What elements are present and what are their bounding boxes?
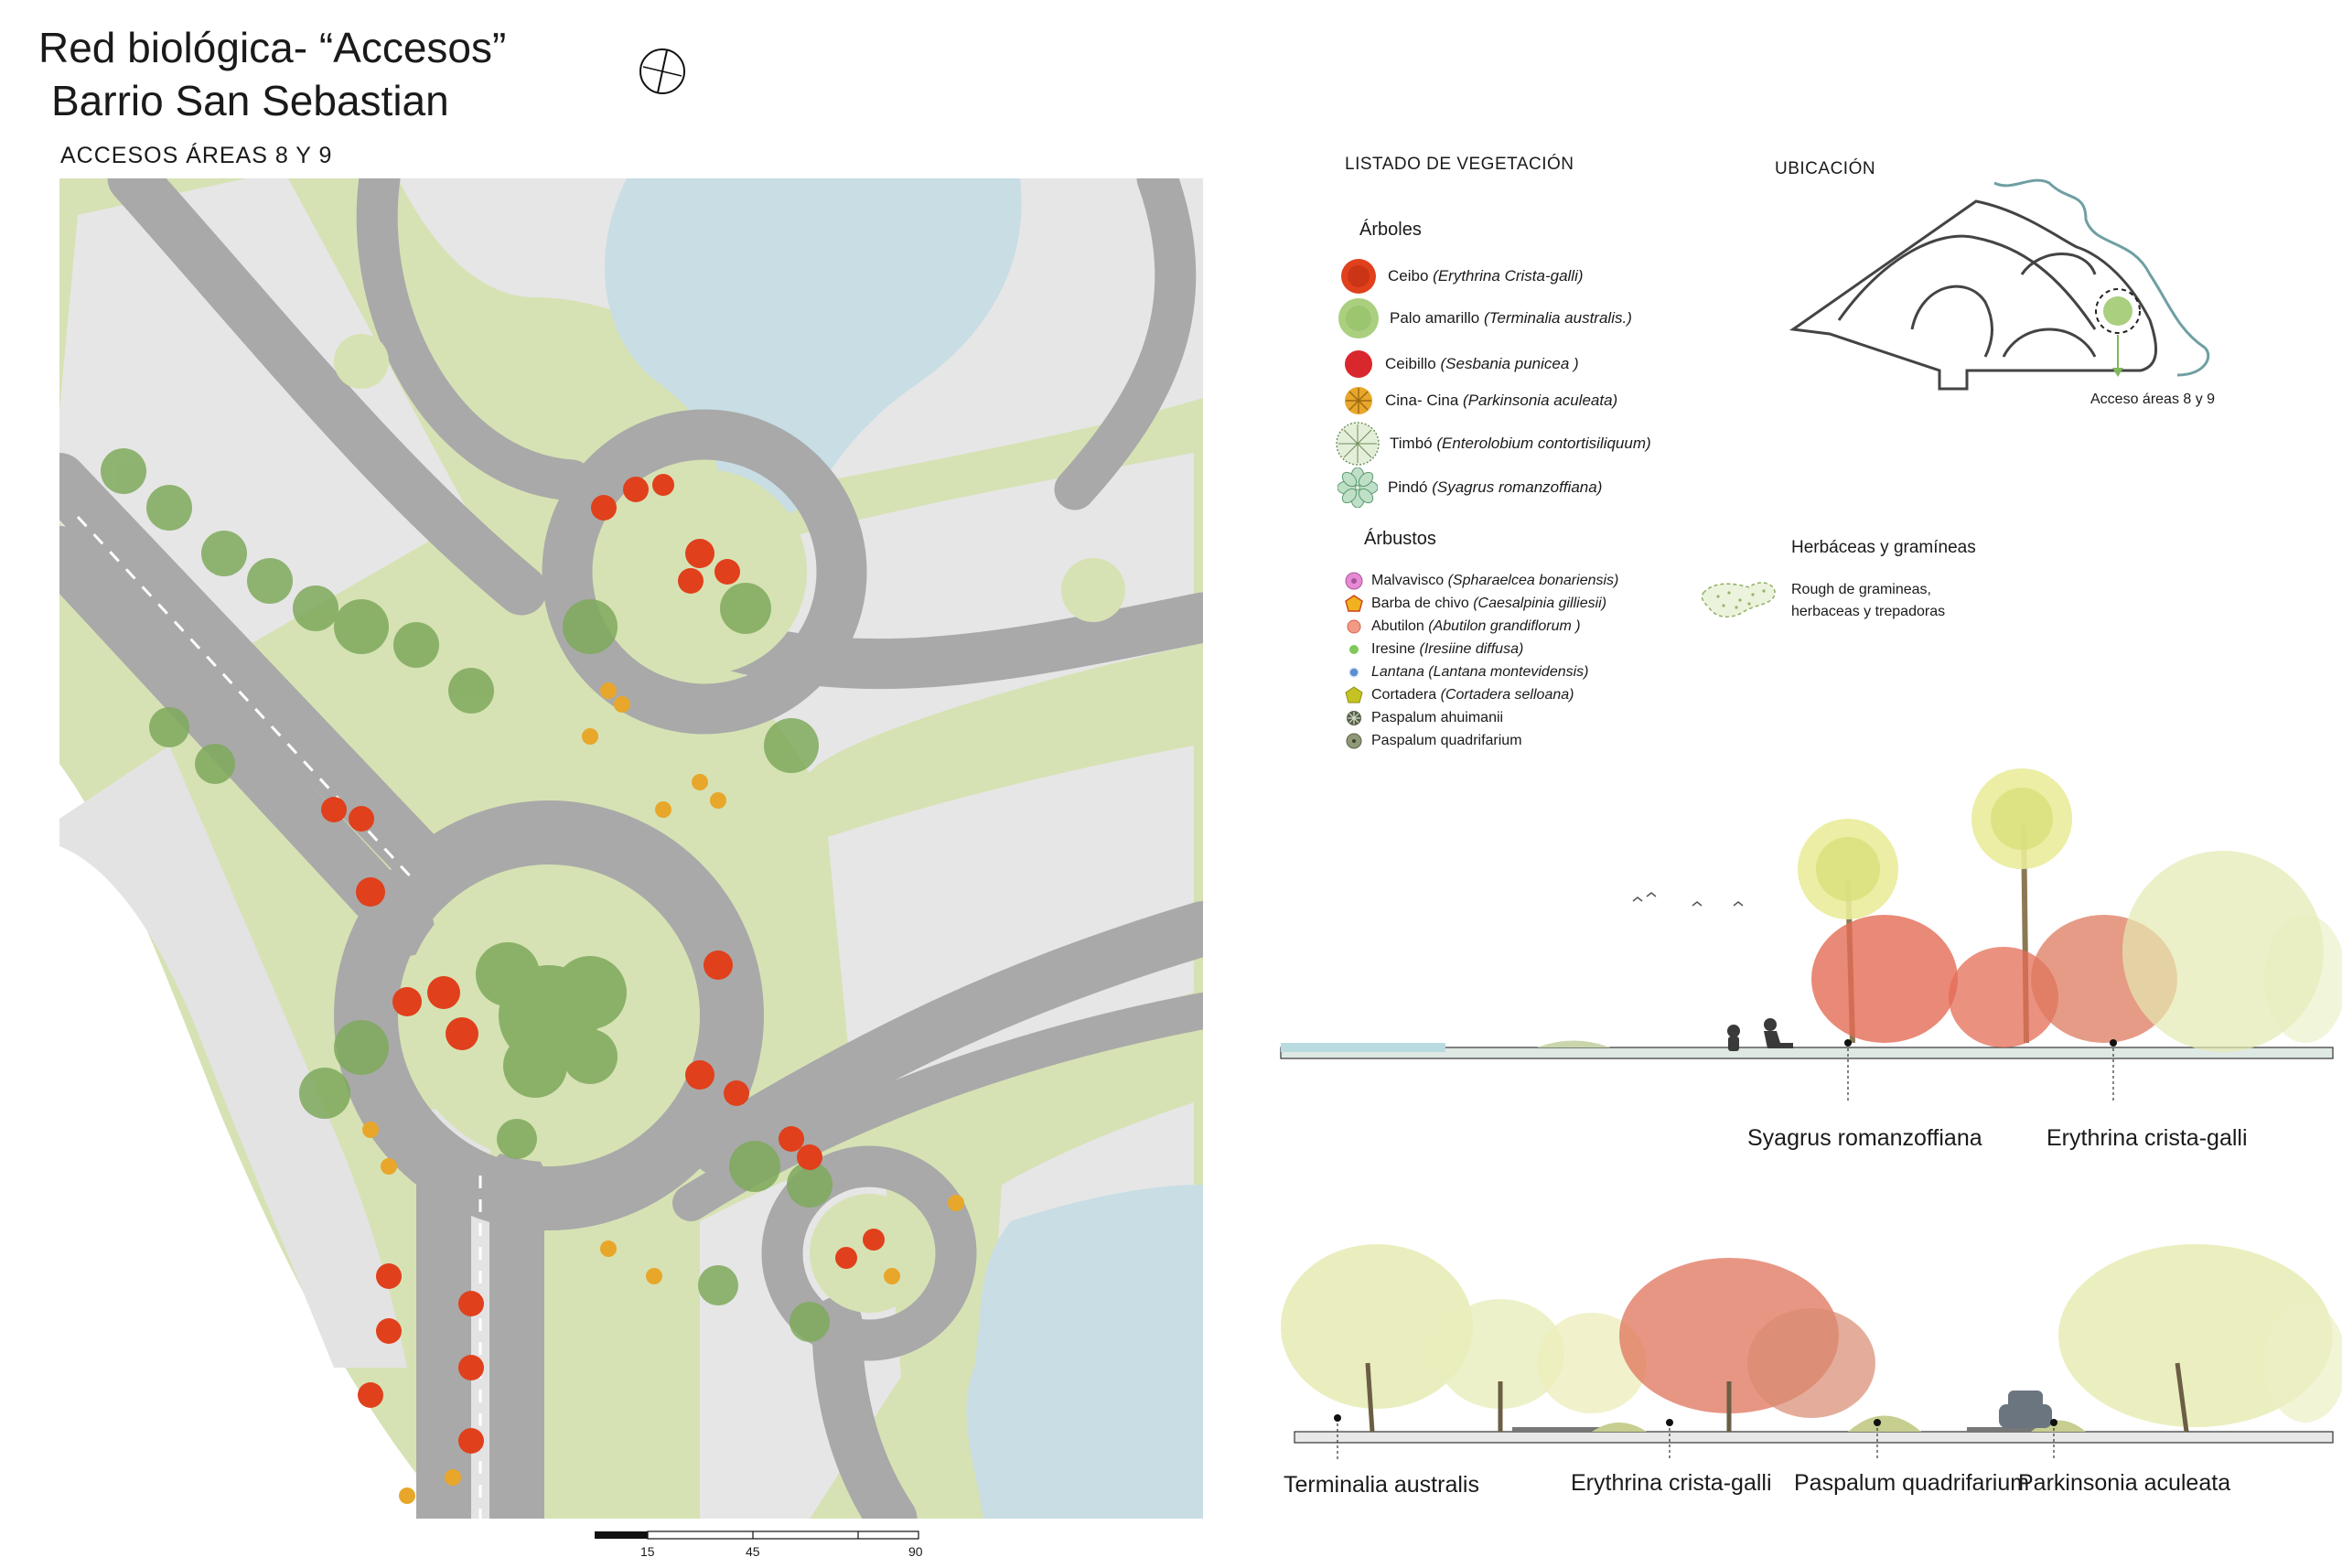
cortadera-scientific-name: (Cortadera selloana) bbox=[1440, 687, 1574, 703]
iresine-symbol-icon bbox=[1344, 639, 1364, 660]
cina-cina-scientific-name: (Parkinsonia aculeata) bbox=[1463, 392, 1618, 409]
lantana-scientific-name: (Lantana montevidensis) bbox=[1428, 664, 1589, 680]
north-arrow-icon bbox=[639, 48, 685, 94]
palo-amarillo-label: Palo amarillo bbox=[1390, 309, 1480, 327]
legend-title: LISTADO DE VEGETACIÓN bbox=[1345, 155, 1574, 174]
cina-cina-label: Cina- Cina bbox=[1385, 392, 1459, 409]
barba-de-chivo-symbol-icon bbox=[1344, 594, 1364, 614]
malvavisco-label: Malvavisco bbox=[1371, 573, 1445, 588]
timbo-symbol-icon bbox=[1335, 421, 1380, 467]
legend-shrub-lantana: Lantana (Lantana montevidensis) bbox=[1344, 662, 1589, 682]
timbo-scientific-name: (Enterolobium contortisiliquum) bbox=[1436, 435, 1651, 452]
lower-label-paspalum: Paspalum quadrifarium bbox=[1794, 1470, 2030, 1496]
legend-tree-palo-amarillo: Palo amarillo (Terminalia australis.) bbox=[1337, 296, 1632, 340]
lower-label-parkinsonia: Parkinsonia aculeata bbox=[2018, 1470, 2231, 1496]
legend-tree-pindo: Pindó (Syagrus romanzoffiana) bbox=[1337, 467, 1602, 509]
paspalum-quadrifarium-label: Paspalum quadrifarium bbox=[1371, 733, 1522, 748]
cina-cina-symbol-icon bbox=[1341, 384, 1376, 417]
abutilon-symbol-icon bbox=[1344, 617, 1364, 637]
ceibillo-scientific-name: (Sesbania punicea ) bbox=[1440, 355, 1579, 372]
legend-tree-cina-cina: Cina- Cina (Parkinsonia aculeata) bbox=[1341, 384, 1617, 417]
legend-tree-ceibillo: Ceibillo (Sesbania punicea ) bbox=[1341, 348, 1579, 381]
section-view-lower bbox=[1281, 1244, 2342, 1459]
cortadera-symbol-icon bbox=[1344, 685, 1364, 705]
pindo-scientific-name: (Syagrus romanzoffiana) bbox=[1432, 478, 1603, 496]
legend-shrub-cortadera: Cortadera (Cortadera selloana) bbox=[1344, 685, 1574, 705]
lower-label-erythrina: Erythrina crista-galli bbox=[1571, 1470, 1772, 1496]
malvavisco-scientific-name: (Spharaelcea bonariensis) bbox=[1447, 573, 1619, 588]
legend-tree-ceibo: Ceibo (Erythrina Crista-galli) bbox=[1338, 256, 1584, 296]
barba-de-chivo-label: Barba de chivo bbox=[1371, 596, 1469, 611]
palo-amarillo-symbol-icon bbox=[1337, 296, 1380, 340]
legend-shrub-iresine: Iresine (Iresiine diffusa) bbox=[1344, 639, 1523, 660]
scale-tick-15: 15 bbox=[640, 1544, 655, 1559]
legend-shrub-abutilon: Abutilon (Abutilon grandiflorum ) bbox=[1344, 617, 1581, 637]
palo-amarillo-scientific-name: (Terminalia australis.) bbox=[1484, 309, 1632, 327]
lantana-label: Lantana bbox=[1371, 664, 1424, 680]
scale-tick-90: 90 bbox=[908, 1544, 923, 1559]
rough-grass-symbol-icon bbox=[1701, 582, 1776, 618]
lantana-symbol-icon bbox=[1344, 662, 1364, 682]
paspalum-quadrifarium-symbol-icon bbox=[1344, 731, 1364, 751]
legend-tree-timbo: Timbó (Enterolobium contortisiliquum) bbox=[1335, 421, 1651, 467]
paspalum-ahuimanii-symbol-icon bbox=[1344, 708, 1364, 728]
upper-label-erythrina: Erythrina crista-galli bbox=[2047, 1125, 2248, 1151]
ceibo-scientific-name: (Erythrina Crista-galli) bbox=[1433, 267, 1584, 285]
barba-de-chivo-scientific-name: (Caesalpinia gilliesii) bbox=[1473, 596, 1607, 611]
title-line-1: Red biológica- “Accesos” bbox=[38, 24, 507, 71]
shrubs-heading: Árbustos bbox=[1364, 529, 1436, 549]
ceibo-symbol-icon bbox=[1338, 256, 1379, 296]
site-plan bbox=[59, 178, 1203, 1519]
location-marker-label: Acceso áreas 8 y 9 bbox=[2090, 392, 2216, 407]
lower-label-terminalia: Terminalia australis bbox=[1284, 1472, 1479, 1498]
trees-heading: Árboles bbox=[1359, 220, 1422, 240]
pindo-label: Pindó bbox=[1388, 478, 1428, 496]
location-title: UBICACIÓN bbox=[1775, 159, 1876, 178]
malvavisco-symbol-icon bbox=[1344, 571, 1364, 591]
iresine-scientific-name: (Iresiine diffusa) bbox=[1419, 641, 1524, 657]
upper-label-syagrus: Syagrus romanzoffiana bbox=[1747, 1125, 1982, 1151]
legend-shrub-paspalum-quadrifarium: Paspalum quadrifarium bbox=[1344, 731, 1522, 751]
iresine-label: Iresine bbox=[1371, 641, 1416, 657]
herbs-heading: Herbáceas y gramíneas bbox=[1791, 538, 1976, 557]
scale-bar bbox=[595, 1530, 919, 1540]
legend-shrub-paspalum-ahuimanii: Paspalum ahuimanii bbox=[1344, 708, 1503, 728]
ceibillo-symbol-icon bbox=[1341, 348, 1376, 381]
abutilon-label: Abutilon bbox=[1371, 618, 1424, 634]
paspalum-ahuimanii-label: Paspalum ahuimanii bbox=[1371, 710, 1504, 725]
legend-shrub-malvavisco: Malvavisco (Spharaelcea bonariensis) bbox=[1344, 571, 1618, 591]
section-view-upper bbox=[1280, 768, 2342, 1102]
timbo-label: Timbó bbox=[1390, 435, 1433, 452]
plan-subtitle: ACCESOS ÁREAS 8 Y 9 bbox=[60, 143, 333, 168]
herbs-desc-line-1: Rough de gramineas, bbox=[1791, 582, 1931, 597]
ceibo-label: Ceibo bbox=[1388, 267, 1429, 285]
location-key-map bbox=[1789, 178, 2210, 391]
scale-tick-45: 45 bbox=[746, 1544, 760, 1559]
legend-shrub-barba-de-chivo: Barba de chivo (Caesalpinia gilliesii) bbox=[1344, 594, 1606, 614]
herbs-desc-line-2: herbaceas y trepadoras bbox=[1791, 604, 1946, 619]
title-line-2: Barrio San Sebastian bbox=[51, 77, 449, 124]
cortadera-label: Cortadera bbox=[1371, 687, 1437, 703]
pindo-symbol-icon bbox=[1337, 467, 1379, 509]
abutilon-scientific-name: (Abutilon grandiflorum ) bbox=[1428, 618, 1581, 634]
ceibillo-label: Ceibillo bbox=[1385, 355, 1436, 372]
